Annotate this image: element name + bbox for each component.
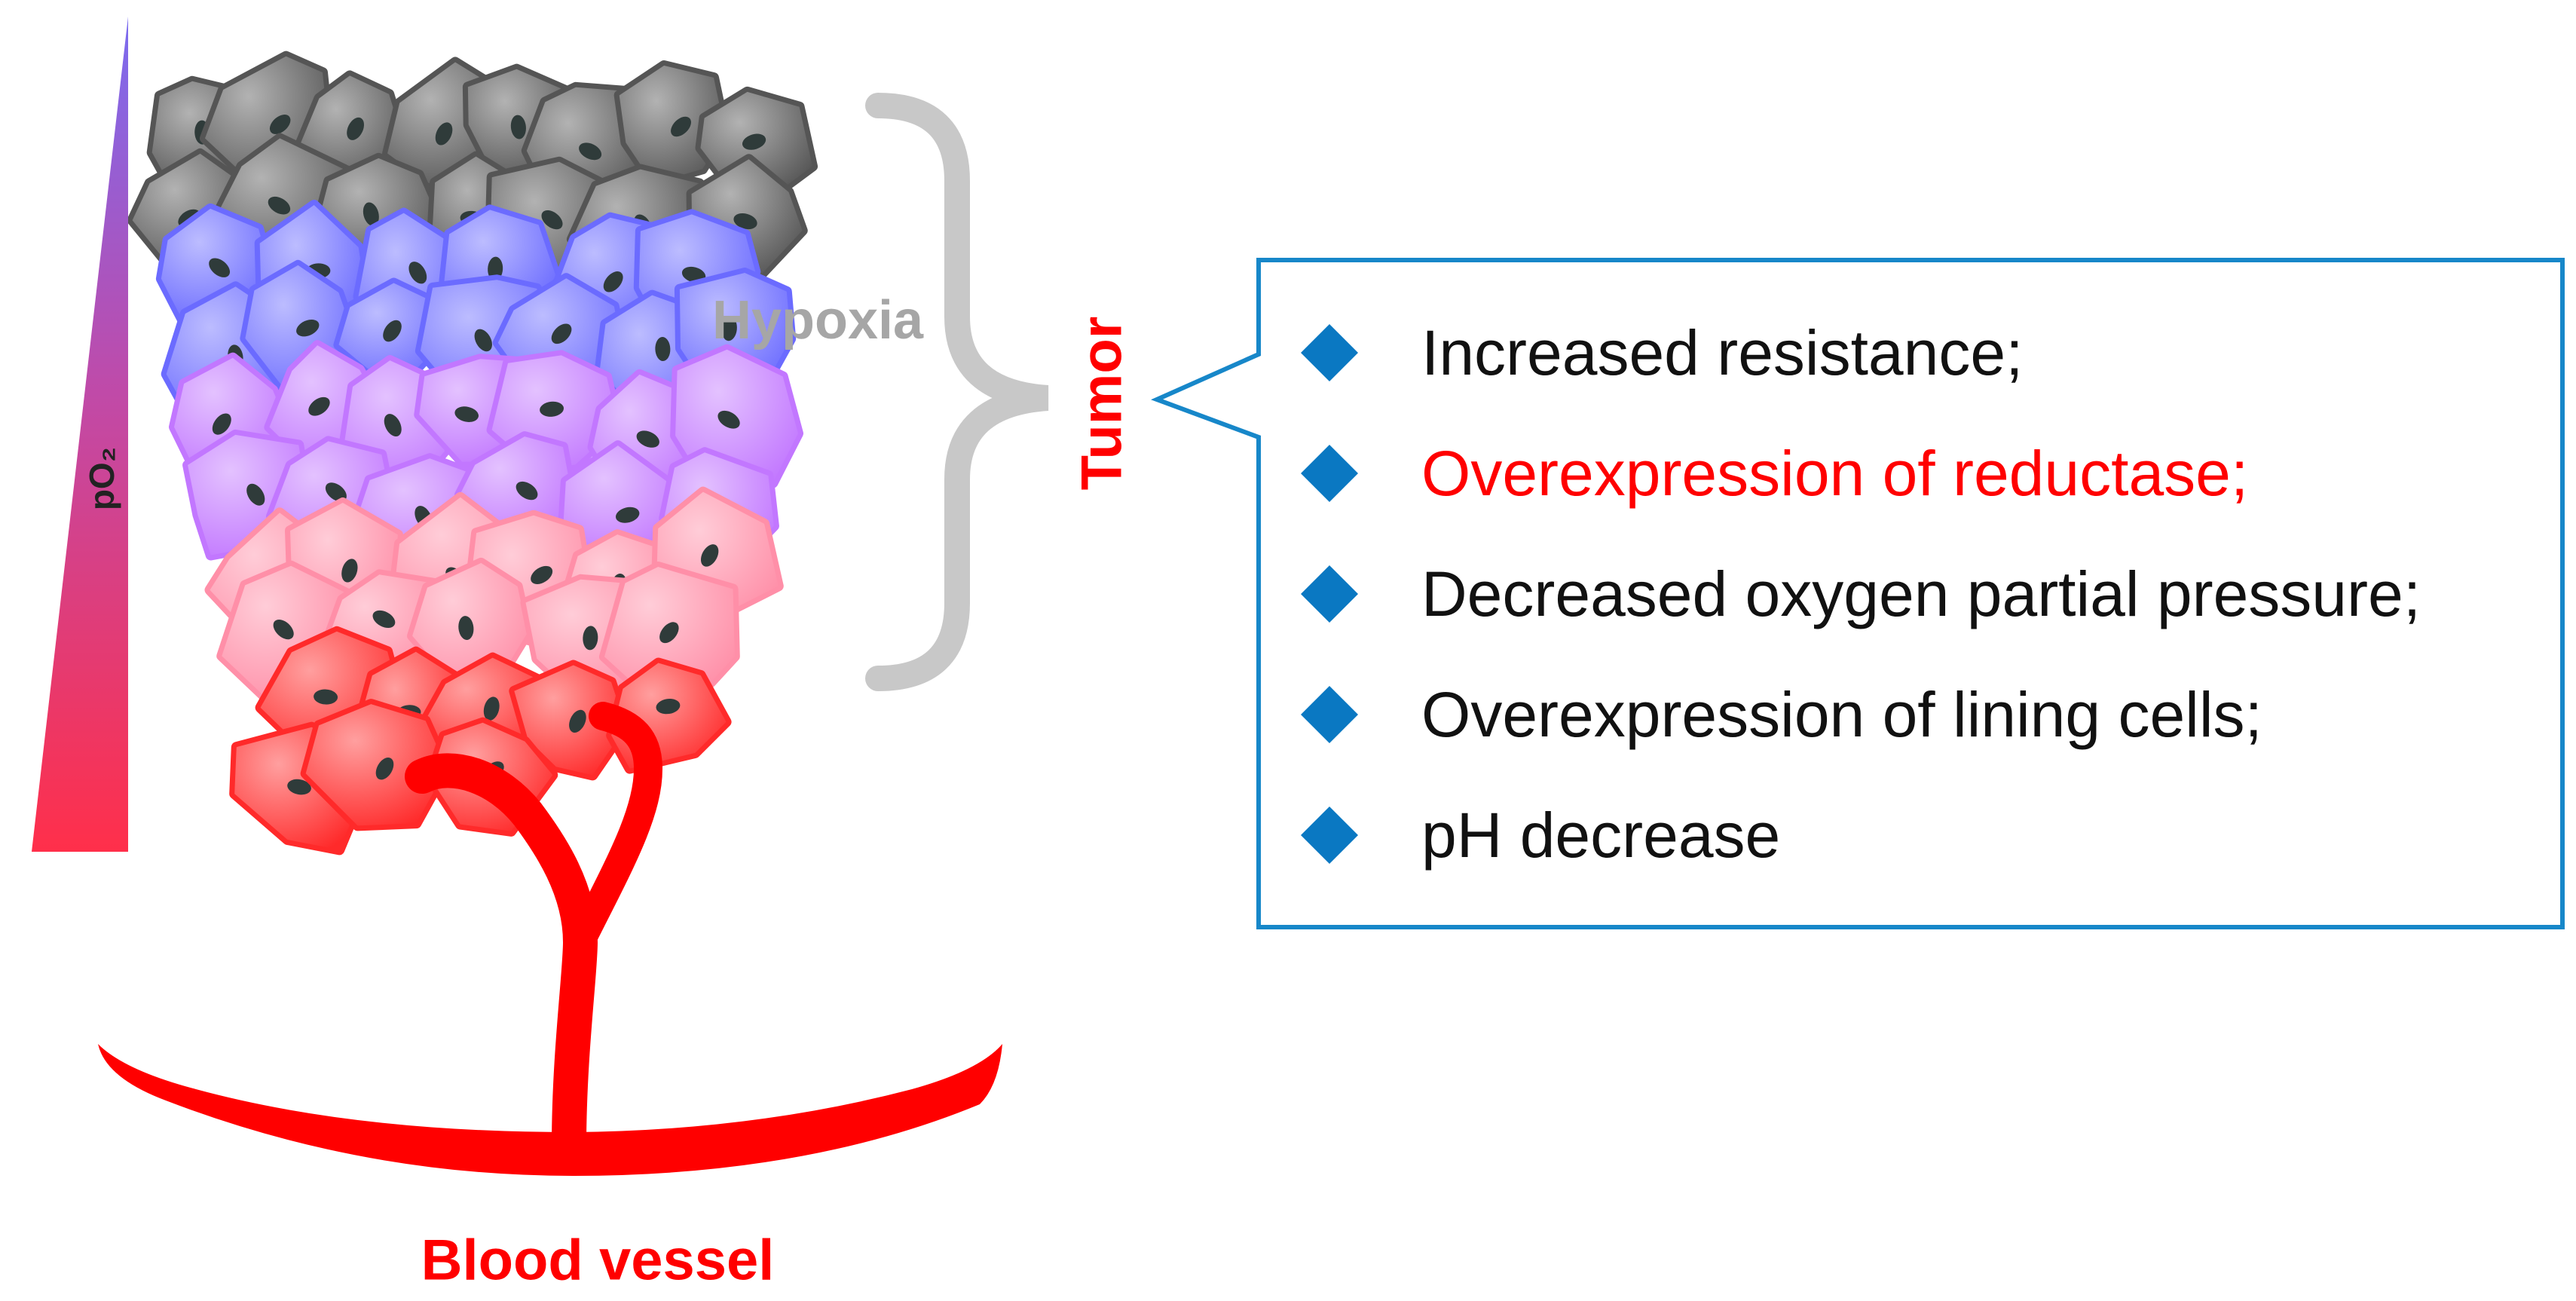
- callout-item-text: Overexpression of lining cells;: [1421, 678, 2262, 750]
- cell-nucleus: [372, 610, 396, 628]
- tumor-cell: [599, 562, 740, 699]
- cell-nucleus: [435, 122, 453, 145]
- diamond-bullet-icon: [1299, 443, 1360, 504]
- cell-nucleus: [541, 210, 563, 230]
- cell-nucleus: [659, 622, 679, 644]
- cell-nucleus: [540, 401, 564, 417]
- cell-nucleus: [516, 481, 538, 501]
- vessel-trunk: [405, 753, 598, 1163]
- vessel-arc: [98, 1044, 1002, 1176]
- cell-nucleus: [717, 410, 740, 429]
- diamond-bullet-icon: [1299, 323, 1360, 383]
- cell-nucleus: [209, 258, 231, 277]
- cell-nucleus: [363, 202, 379, 226]
- callout-border: [1151, 258, 2565, 929]
- tumor-label: Tumor: [1069, 316, 1134, 491]
- cell-nucleus: [314, 689, 338, 705]
- cell-nucleus: [551, 323, 572, 344]
- blood-vessel-label: Blood vessel: [421, 1228, 775, 1293]
- cell-nucleus: [488, 256, 503, 281]
- cell-nucleus: [212, 413, 231, 435]
- callout-item: Decreased oxygen partial pressure;: [1281, 537, 2421, 650]
- cell-nucleus: [742, 133, 766, 150]
- cell-nucleus: [384, 414, 402, 437]
- callout-item: Overexpression of lining cells;: [1281, 658, 2262, 771]
- cell-nucleus: [287, 779, 311, 795]
- callout-item: pH decrease: [1281, 779, 1780, 892]
- cell-nucleus: [375, 757, 394, 780]
- hypoxia-label: Hypoxia: [712, 290, 924, 351]
- diamond-bullet-icon: [1299, 564, 1360, 624]
- cell-nucleus: [347, 117, 365, 140]
- cell-nucleus: [246, 483, 265, 506]
- cell-nucleus: [273, 619, 294, 640]
- cell-nucleus: [615, 507, 640, 523]
- tumor-cell: [300, 699, 452, 831]
- cell-nucleus: [603, 271, 623, 292]
- cell-nucleus: [383, 320, 402, 342]
- cell-nucleus: [583, 626, 598, 650]
- cell-nucleus: [474, 329, 492, 352]
- cell-nucleus: [408, 262, 427, 284]
- callout-box: [1151, 258, 2565, 929]
- cell-nucleus: [569, 709, 586, 733]
- cell-nucleus: [721, 317, 737, 341]
- diamond-bullet-icon: [1299, 684, 1360, 745]
- cell-nucleus: [308, 396, 330, 416]
- callout-item-text: pH decrease: [1421, 799, 1781, 871]
- po2-label: pO₂: [82, 446, 121, 511]
- cell-nucleus: [483, 696, 500, 721]
- po2-gradient-wedge: [32, 17, 128, 852]
- cell-nucleus: [454, 406, 479, 422]
- vessel-branch: [566, 702, 663, 957]
- cell-nucleus: [700, 544, 719, 567]
- cell-nucleus: [296, 319, 320, 337]
- diamond-bullet-icon: [1299, 805, 1360, 865]
- cell-nucleus: [510, 115, 526, 139]
- cell-nucleus: [579, 142, 602, 161]
- cell-nucleus: [655, 337, 671, 362]
- cell-nucleus: [681, 266, 706, 283]
- cell-nucleus: [656, 699, 681, 715]
- tumor-cells: [127, 51, 818, 856]
- cell-nucleus: [671, 116, 691, 137]
- callout-item-text: Decreased oxygen partial pressure;: [1421, 558, 2422, 629]
- callout-item: Overexpression of reductase;: [1281, 417, 2248, 530]
- cell-nucleus: [531, 565, 553, 585]
- cell-nucleus: [733, 213, 757, 230]
- cell-nucleus: [268, 196, 291, 215]
- cell-nucleus: [341, 559, 358, 583]
- blood-vessel: [98, 702, 1002, 1176]
- cell-nucleus: [636, 430, 659, 448]
- callout-item: Increased resistance;: [1281, 296, 2023, 409]
- cell-nucleus: [269, 115, 291, 134]
- callout-item-text: Increased resistance;: [1421, 317, 2024, 388]
- tumor-cell: [509, 660, 632, 781]
- cell-nucleus: [325, 482, 347, 502]
- cell-nucleus: [458, 616, 474, 640]
- hypoxia-brace: [865, 93, 1049, 691]
- callout-item-text: Overexpression of reductase;: [1421, 437, 2249, 509]
